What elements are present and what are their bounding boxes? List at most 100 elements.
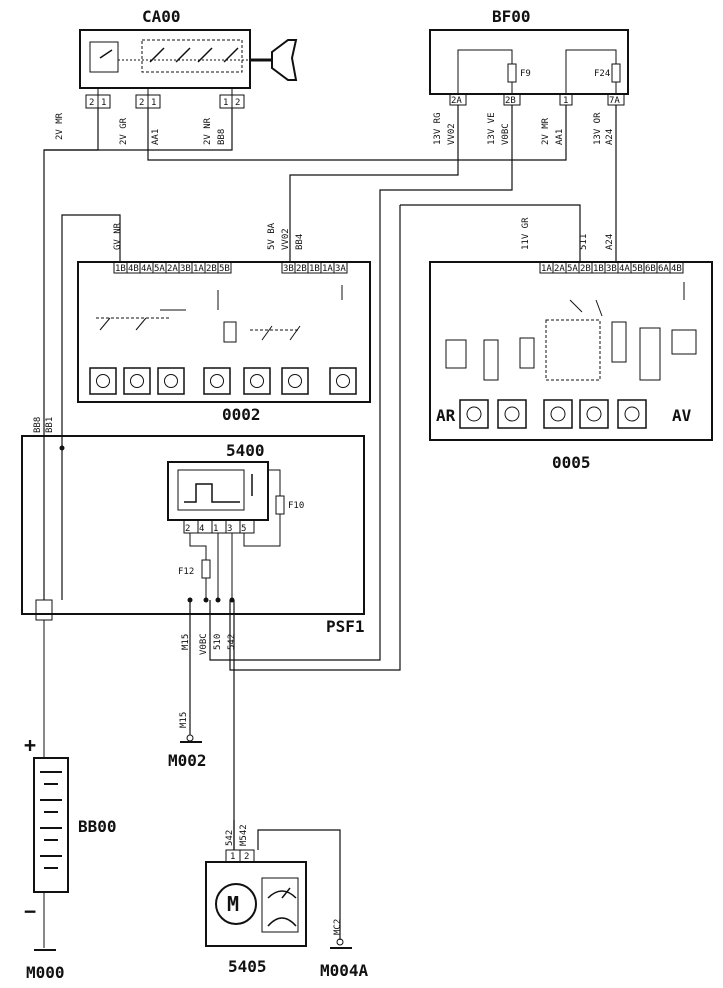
headlamp-icon: [89, 367, 117, 395]
main-beam-icon: [243, 367, 271, 395]
connector-pin-label: 6A: [658, 264, 669, 274]
module-0005-label: 0005: [552, 453, 591, 472]
connector-pin-label: 5A: [567, 264, 578, 274]
fuse-f9-label: F9: [520, 69, 531, 79]
connector-pin-box: [333, 261, 348, 274]
fuse-f24-label: F24: [594, 69, 610, 79]
front-wiper-fast-icon-glyph: [624, 406, 640, 422]
connector-pin-label: 4A: [141, 264, 152, 274]
motor-label: 5405: [228, 957, 267, 976]
battery-plus: +: [24, 733, 36, 757]
connector-pin-label: 2B: [296, 264, 307, 274]
rear-fog-icon: [329, 367, 357, 395]
ca00-pin: 2: [89, 98, 94, 108]
connector-pin-label: 1A: [193, 264, 204, 274]
connector-pin-label: 4B: [671, 264, 682, 274]
module-0002-label: 0002: [222, 405, 261, 424]
bf00-pin: 2A: [451, 96, 462, 106]
front-wiper-fast-icon: [617, 399, 647, 429]
connector-pin-label: 2B: [206, 264, 217, 274]
wire-label: 511: [579, 234, 589, 250]
dipped-beam-icon: [203, 367, 231, 395]
rear-fog-icon-glyph: [336, 374, 350, 388]
battery-minus: −: [24, 899, 36, 923]
bf00-fusebox: BF00 F9 F24 2A 2B 1 7A: [429, 7, 629, 106]
connector-pin-label: 1A: [541, 264, 552, 274]
fog-front-icon-glyph: [130, 374, 144, 388]
motor-5405: 1 2 M 5405: [205, 849, 307, 976]
wire-label: M542: [239, 824, 249, 846]
connector-pin-label: 5B: [632, 264, 643, 274]
wire-label: V0BC: [199, 633, 209, 655]
connector-pin-label: 5: [241, 524, 246, 534]
rear-wiper-icon: [459, 399, 489, 429]
wire-label: 510: [213, 634, 223, 650]
rear-wash-icon-glyph: [504, 406, 520, 422]
connector-pin-label: 2: [185, 524, 190, 534]
connector-pin-label: 1B: [115, 264, 126, 274]
wire-label: 2V NR: [203, 117, 213, 145]
connector-pin-label: 3: [227, 524, 232, 534]
wire-label: 13V RG: [433, 112, 443, 145]
wire-label: M15: [179, 712, 189, 728]
bf00-label: BF00: [492, 7, 531, 26]
headlamp-icon-glyph: [96, 374, 110, 388]
wire-label: 2V MR: [541, 117, 551, 145]
ca00-pin: 2: [139, 98, 144, 108]
connector-pin-label: 3B: [180, 264, 191, 274]
main-beam-icon-glyph: [250, 374, 264, 388]
hazard-icon-glyph: [288, 374, 302, 388]
connector-pin-label: 2B: [580, 264, 591, 274]
wire-label: BB1: [45, 417, 55, 433]
wire-label: BB4: [295, 234, 305, 250]
ca00-pin: 1: [101, 98, 106, 108]
dipped-beam-icon-glyph: [210, 374, 224, 388]
connector-pin-label: 6B: [645, 264, 656, 274]
hazard-icon: [281, 367, 309, 395]
fog-front-icon: [123, 367, 151, 395]
rear-wiper-icon-glyph: [466, 406, 482, 422]
front-wiper-icon-glyph: [550, 406, 566, 422]
fuse-f10-label: F10: [288, 501, 304, 511]
sidelight-icon-glyph: [164, 374, 178, 388]
connector-pin-label: 4B: [128, 264, 139, 274]
relay-5400-label: 5400: [226, 441, 265, 460]
connector-pin-box: [669, 261, 684, 274]
wire-label: 542: [225, 830, 235, 846]
psf1-label: PSF1: [326, 617, 365, 636]
front-wash-icon-glyph: [586, 406, 602, 422]
wire-label: 5V BA: [267, 222, 277, 250]
wire-label: 2V MR: [55, 112, 65, 140]
wire-label: 13V VE: [487, 112, 497, 145]
ca00-label: CA00: [142, 7, 181, 26]
battery-bb00: + − BB00 M000: [24, 620, 117, 982]
wire-label: 2V GR: [119, 117, 129, 145]
module-0002-icons: [89, 367, 357, 395]
wire-labels: 2V MR 2V GR AA1 2V NR BB8 13V RG VV02 13…: [33, 112, 615, 935]
connector-pin-label: 2A: [167, 264, 178, 274]
connector-pin-label: 4A: [619, 264, 630, 274]
connector-pin-label: 5A: [154, 264, 165, 274]
front-label: AV: [672, 406, 692, 425]
ar-av-row: AR AV: [436, 406, 692, 425]
motor-pin: 1: [230, 852, 235, 862]
connector-pin-label: 1B: [593, 264, 604, 274]
connector-pin-label: 3B: [283, 264, 294, 274]
connector-pin-label: 4: [199, 524, 204, 534]
wire-label: AA1: [555, 129, 565, 145]
ground-m004a-label: M004A: [320, 961, 369, 980]
rear-label: AR: [436, 406, 456, 425]
ground-m002: M002: [168, 734, 207, 770]
ground-m004a: M004A: [320, 938, 369, 980]
bf00-pin: 1: [563, 96, 568, 106]
wire-label: GV NR: [113, 222, 123, 250]
front-wiper-icon: [543, 399, 573, 429]
ground-m000-label: M000: [26, 963, 65, 982]
ca00-pin: 1: [223, 98, 228, 108]
